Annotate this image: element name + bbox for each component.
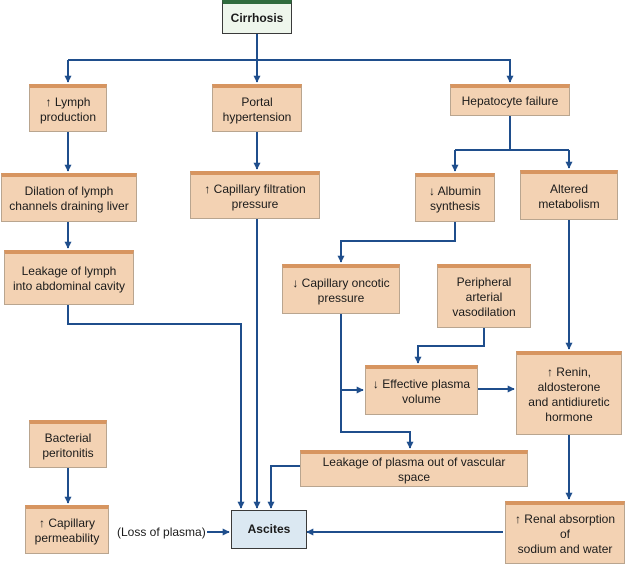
edge-label-loss-of-plasma: (Loss of plasma) xyxy=(117,525,206,539)
node-bacterial-peritonitis-label: Bacterial peritonitis xyxy=(42,430,94,460)
node-ascites: Ascites xyxy=(231,510,307,549)
node-capillary-permeability-label: ↑ Capillary permeability xyxy=(34,516,100,545)
node-lymph-production-label: ↑ Lymph production xyxy=(39,94,97,124)
node-portal-hypertension-label: Portal hypertension xyxy=(222,94,292,124)
node-renin: ↑ Renin, aldosterone and antidiuretic ho… xyxy=(516,351,622,435)
node-hepatocyte-failure: Hepatocyte failure xyxy=(450,84,570,116)
node-dilation: Dilation of lymph channels draining live… xyxy=(1,173,137,222)
node-renal-absorption-label: ↑ Renal absorption of sodium and water xyxy=(514,511,616,556)
arrow-leakage-lymph-to-ascites xyxy=(67,305,245,509)
node-cirrhosis-label: Cirrhosis xyxy=(230,11,284,25)
node-capillary-permeability: ↑ Capillary permeability xyxy=(25,505,109,554)
node-capillary-filtration-label: ↑ Capillary filtration pressure xyxy=(204,181,306,211)
node-ascites-label: Ascites xyxy=(247,522,291,536)
node-effective-plasma-volume-label: ↓ Effective plasma volume xyxy=(372,376,471,406)
arrow-oncotic-to-leakage-plasma xyxy=(340,390,414,449)
node-leakage-lymph: Leakage of lymph into abdominal cavity xyxy=(4,250,134,305)
node-oncotic-pressure: ↓ Capillary oncotic pressure xyxy=(282,264,400,314)
node-bacterial-peritonitis: Bacterial peritonitis xyxy=(29,420,107,468)
node-hepatocyte-failure-label: Hepatocyte failure xyxy=(461,94,559,108)
node-oncotic-pressure-label: ↓ Capillary oncotic pressure xyxy=(292,275,390,305)
node-peripheral-vasodilation: Peripheral arterial vasodilation xyxy=(437,264,531,328)
node-leakage-plasma: Leakage of plasma out of vascular space xyxy=(300,450,528,487)
arrow-plasma-to-ascites xyxy=(267,465,300,509)
node-cirrhosis: Cirrhosis xyxy=(222,0,292,34)
node-albumin-synthesis-label: ↓ Albumin synthesis xyxy=(428,184,482,213)
arrow-cirrhosis-to-lymph xyxy=(68,59,514,83)
arrow-oncotic-to-effective xyxy=(340,314,364,394)
arrow-vasodilation-to-effective xyxy=(414,328,485,364)
node-renin-label: ↑ Renin, aldosterone and antidiuretic ho… xyxy=(528,364,610,424)
node-altered-metabolism: Altered metabolism xyxy=(520,170,618,220)
node-peripheral-vasodilation-label: Peripheral arterial vasodilation xyxy=(452,275,516,319)
node-leakage-plasma-label: Leakage of plasma out of vascular space xyxy=(322,455,506,484)
node-leakage-lymph-label: Leakage of lymph into abdominal cavity xyxy=(12,264,126,293)
node-renal-absorption: ↑ Renal absorption of sodium and water xyxy=(505,501,625,564)
node-altered-metabolism-label: Altered metabolism xyxy=(538,181,600,211)
node-capillary-filtration: ↑ Capillary filtration pressure xyxy=(190,171,320,219)
node-lymph-production: ↑ Lymph production xyxy=(29,84,107,132)
arrow-albumin-to-oncotic xyxy=(337,222,456,263)
node-albumin-synthesis: ↓ Albumin synthesis xyxy=(415,173,495,222)
node-portal-hypertension: Portal hypertension xyxy=(212,84,302,132)
node-dilation-label: Dilation of lymph channels draining live… xyxy=(9,184,129,213)
node-effective-plasma-volume: ↓ Effective plasma volume xyxy=(365,365,478,415)
